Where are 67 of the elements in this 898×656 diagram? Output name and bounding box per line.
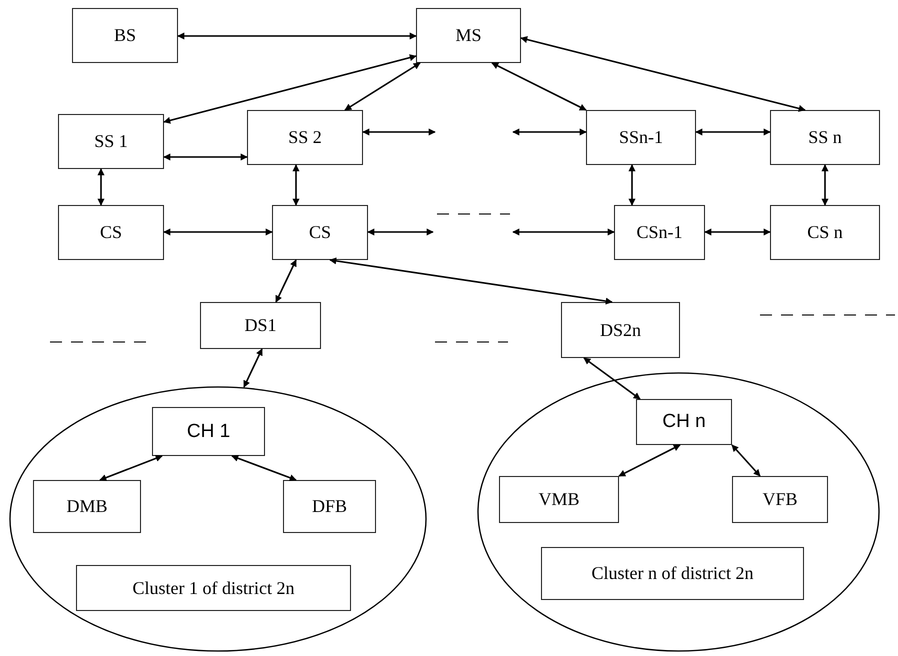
node-label: DFB bbox=[312, 495, 347, 518]
double-arrow bbox=[329, 257, 613, 305]
node-label: BS bbox=[114, 24, 136, 47]
node-label: CH n bbox=[662, 410, 706, 434]
double-arrow bbox=[704, 228, 771, 236]
double-arrow bbox=[491, 62, 587, 111]
node-label: MS bbox=[455, 24, 482, 47]
process-box bbox=[636, 399, 732, 445]
double-arrow bbox=[731, 444, 761, 477]
node-label: DMB bbox=[66, 495, 108, 518]
process-box bbox=[541, 547, 804, 600]
process-box bbox=[732, 476, 828, 523]
process-box bbox=[586, 110, 696, 165]
double-arrow bbox=[99, 455, 163, 481]
process-box bbox=[58, 205, 164, 260]
process-box bbox=[152, 407, 265, 456]
cluster-ellipse bbox=[9, 386, 427, 652]
node-label: SS n bbox=[808, 126, 842, 149]
node-label: VFB bbox=[762, 488, 798, 511]
double-arrow bbox=[367, 228, 434, 236]
double-arrow bbox=[512, 228, 615, 236]
process-box bbox=[72, 8, 178, 63]
double-arrow bbox=[163, 154, 248, 160]
double-arrow bbox=[695, 128, 771, 136]
double-arrow bbox=[163, 54, 417, 124]
process-box bbox=[283, 480, 376, 533]
double-arrow bbox=[512, 128, 587, 136]
node-label: CSn-1 bbox=[636, 221, 682, 244]
double-arrow bbox=[583, 357, 641, 400]
process-box bbox=[770, 205, 880, 260]
double-arrow bbox=[344, 62, 421, 111]
node-label: DS1 bbox=[244, 314, 276, 337]
double-arrow bbox=[618, 444, 681, 477]
node-label: SS 2 bbox=[288, 126, 322, 149]
double-arrow bbox=[628, 164, 636, 206]
node-label: CS bbox=[100, 221, 122, 244]
process-box bbox=[614, 205, 705, 260]
node-label: SSn-1 bbox=[618, 126, 663, 149]
double-arrow bbox=[177, 32, 417, 40]
double-arrow bbox=[520, 36, 806, 112]
process-box bbox=[770, 110, 880, 165]
process-box bbox=[272, 205, 368, 260]
cluster-ellipse bbox=[477, 372, 880, 652]
process-box bbox=[416, 8, 521, 63]
node-label: CH 1 bbox=[186, 420, 230, 444]
double-arrow bbox=[163, 228, 273, 236]
node-label: Cluster 1 of district 2n bbox=[132, 576, 294, 600]
double-arrow bbox=[275, 259, 297, 303]
node-label: CS n bbox=[807, 221, 843, 244]
node-label: SS 1 bbox=[94, 130, 128, 153]
process-box bbox=[499, 476, 619, 523]
node-label: CS bbox=[308, 221, 332, 244]
node-label: VMB bbox=[538, 488, 580, 511]
double-arrow bbox=[98, 168, 104, 206]
double-arrow bbox=[822, 164, 828, 206]
double-arrow bbox=[231, 454, 297, 482]
process-box bbox=[76, 565, 351, 611]
double-arrow bbox=[292, 164, 300, 206]
process-box bbox=[58, 114, 164, 169]
process-box bbox=[200, 302, 321, 349]
process-box bbox=[561, 302, 680, 358]
node-label: DS2n bbox=[600, 318, 641, 342]
double-arrow bbox=[243, 348, 263, 388]
process-box bbox=[33, 480, 141, 533]
process-box bbox=[247, 110, 363, 165]
double-arrow bbox=[362, 128, 436, 136]
node-label: Cluster n of district 2n bbox=[592, 562, 754, 585]
